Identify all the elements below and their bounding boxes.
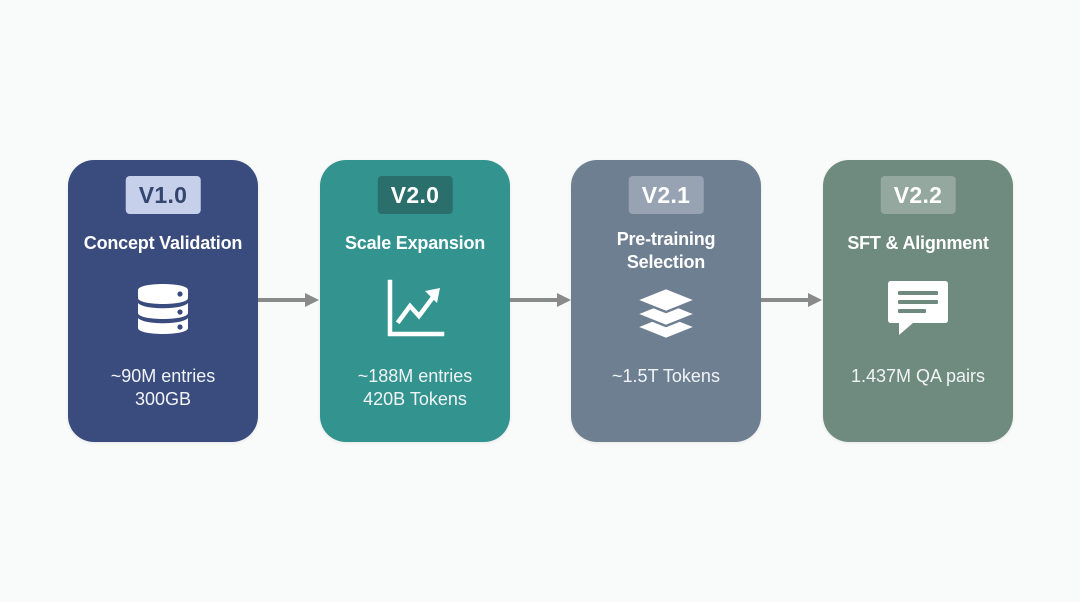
flow-arrow	[510, 292, 572, 308]
version-badge: V2.2	[880, 176, 956, 214]
stage-title: Scale Expansion	[326, 232, 504, 284]
stat-entries: ~188M entries	[357, 366, 473, 386]
stat-tokens: ~1.5T Tokens	[612, 366, 720, 386]
stat-tokens: 420B Tokens	[363, 389, 467, 409]
stage-stats: ~188M entries 420B Tokens	[324, 365, 506, 411]
line-chart-icon	[382, 276, 448, 342]
stage-title: Pre-training Selection	[577, 228, 755, 280]
database-icon	[130, 276, 196, 342]
chat-bubble-icon	[885, 276, 951, 342]
flow-arrow	[761, 292, 823, 308]
stage-stats: ~1.5T Tokens	[575, 365, 757, 388]
layers-icon	[633, 276, 699, 342]
stage-title-line: SFT & Alignment	[847, 233, 989, 253]
stage-card-v2-1: V2.1 Pre-training Selection ~1.5T Tokens	[571, 160, 761, 442]
stage-stats: 1.437M QA pairs	[827, 365, 1009, 388]
stage-title-line: Selection	[626, 252, 706, 272]
version-badge: V2.1	[628, 176, 704, 214]
stage-stats: ~90M entries 300GB	[72, 365, 254, 411]
stat-entries: ~90M entries	[110, 366, 216, 386]
stage-card-v1-0: V1.0 Concept Validation ~90M entries 300…	[68, 160, 258, 442]
stage-title-line: Pre-training	[616, 229, 716, 249]
version-badge: V2.0	[377, 176, 453, 214]
stage-title-line: Concept Validation	[83, 233, 243, 253]
stage-title: Concept Validation	[74, 232, 252, 284]
stage-card-v2-2: V2.2 SFT & Alignment 1.437M QA pairs	[823, 160, 1013, 442]
version-badge: V1.0	[125, 176, 201, 214]
stat-qa-pairs: 1.437M QA pairs	[850, 366, 986, 386]
stage-title: SFT & Alignment	[829, 232, 1007, 284]
stage-title-line: Scale Expansion	[344, 233, 486, 253]
stat-size: 300GB	[134, 389, 192, 409]
stage-card-v2-0: V2.0 Scale Expansion ~188M entries 420B …	[320, 160, 510, 442]
flow-arrow	[258, 292, 320, 308]
